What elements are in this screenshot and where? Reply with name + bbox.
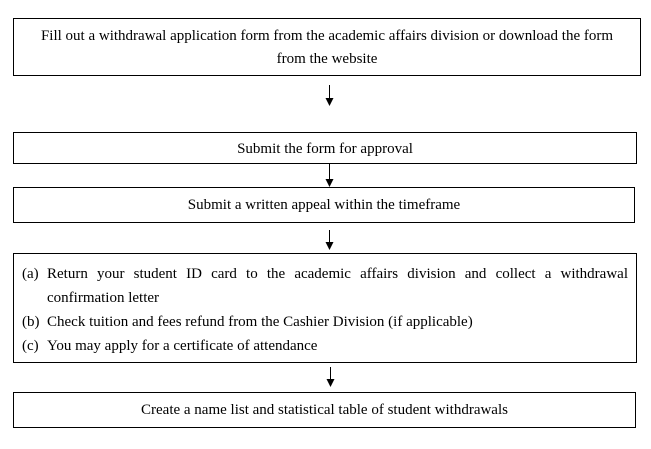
item-marker: (c) <box>22 338 39 354</box>
step-3-box: Submit a written appeal within the timef… <box>13 187 635 223</box>
arrow-2-to-3 <box>325 164 334 187</box>
item-text: Return your student ID card to the acade… <box>47 266 628 306</box>
item-marker: (b) <box>22 314 40 330</box>
step-4-box: (a) Return your student ID card to the a… <box>13 253 637 363</box>
step-1-text: Fill out a withdrawal application form f… <box>40 28 614 67</box>
step-2-box: Submit the form for approval <box>13 132 637 164</box>
arrow-4-to-5 <box>326 367 335 387</box>
step-4-item-b: (b) Check tuition and fees refund from t… <box>22 310 628 334</box>
step-4-item-a: (a) Return your student ID card to the a… <box>22 262 628 310</box>
step-2-text: Submit the form for approval <box>237 141 413 157</box>
item-text: You may apply for a certificate of atten… <box>47 338 318 354</box>
step-5-box: Create a name list and statistical table… <box>13 392 636 428</box>
step-3-text: Submit a written appeal within the timef… <box>187 197 461 213</box>
item-marker: (a) <box>22 266 39 282</box>
step-1-box: Fill out a withdrawal application form f… <box>13 18 641 76</box>
item-text: Check tuition and fees refund from the C… <box>47 314 473 330</box>
arrow-3-to-4 <box>325 230 334 250</box>
arrow-1-to-2 <box>325 85 334 106</box>
step-4-list: (a) Return your student ID card to the a… <box>14 254 636 358</box>
step-5-text: Create a name list and statistical table… <box>141 402 508 418</box>
step-4-item-c: (c) You may apply for a certificate of a… <box>22 334 628 358</box>
